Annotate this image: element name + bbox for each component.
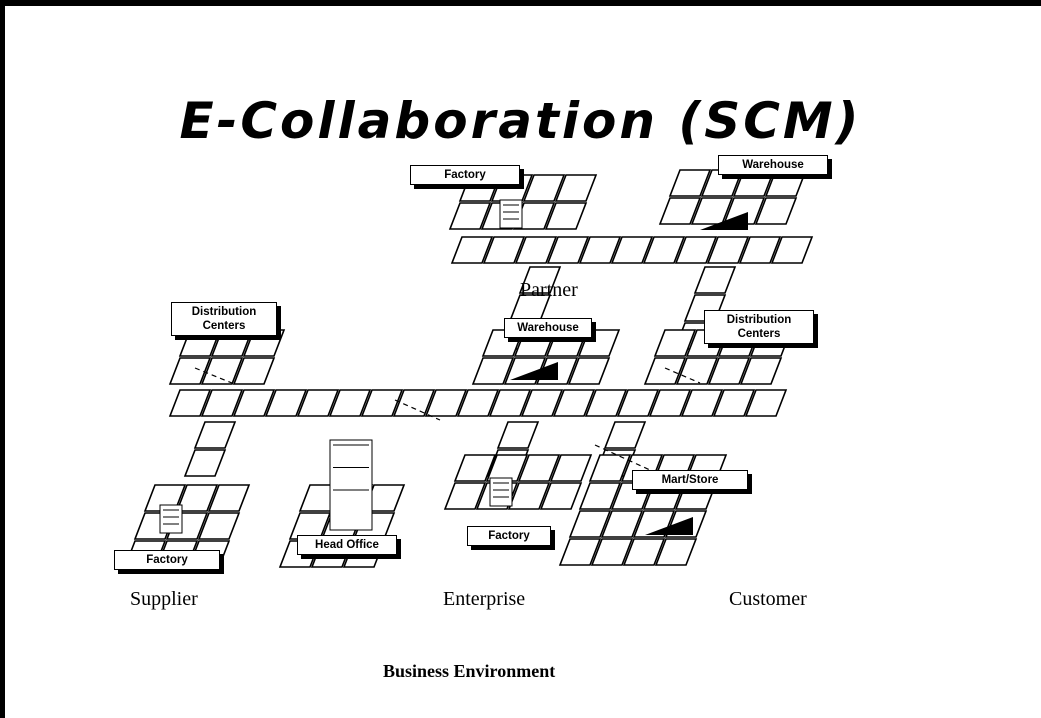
mart-store-block xyxy=(578,482,622,510)
main-road xyxy=(744,389,788,417)
slide-title: E-Collaboration (SCM) xyxy=(179,92,862,150)
main-road xyxy=(552,389,596,417)
warehouse-top-block xyxy=(754,197,798,225)
partner-road xyxy=(674,236,718,264)
warehouse-truck-icon xyxy=(510,362,558,380)
label-warehouse-top: Warehouse xyxy=(718,155,828,175)
flow-line xyxy=(194,367,233,384)
flow-line xyxy=(664,367,701,384)
main-road xyxy=(264,389,308,417)
warehouse-mid-block xyxy=(567,357,611,385)
footer-business-environment: Business Environment xyxy=(383,661,556,681)
partner-road xyxy=(578,236,622,264)
partner-road xyxy=(482,236,526,264)
distribution-right-block xyxy=(643,357,687,385)
supplier-block xyxy=(197,512,241,540)
column-enterprise: Enterprise xyxy=(443,588,526,610)
column-customer: Customer xyxy=(729,588,807,610)
mart-store-block xyxy=(590,538,634,566)
customer-connector xyxy=(603,421,647,449)
partner-road xyxy=(546,236,590,264)
factory-top-block xyxy=(522,174,566,202)
supplier-connector xyxy=(193,421,237,449)
factory-center-block xyxy=(549,454,593,482)
flow-line xyxy=(594,444,651,471)
label-factory-left: Factory xyxy=(114,550,220,570)
distribution-left-block xyxy=(232,357,276,385)
label-distribution-right: Distribution Centers xyxy=(704,310,814,344)
slide-border-left xyxy=(0,0,5,718)
label-head-office: Head Office xyxy=(297,535,397,555)
partner-label: Partner xyxy=(520,279,578,301)
column-supplier: Supplier xyxy=(130,588,198,610)
label-factory-top: Factory xyxy=(410,165,520,185)
label-factory-center: Factory xyxy=(467,526,551,546)
factory-top-block xyxy=(554,174,598,202)
partner-road xyxy=(450,236,494,264)
factory-icon xyxy=(499,199,523,229)
mart-store-block xyxy=(568,510,612,538)
distribution-left-block xyxy=(200,357,244,385)
distribution-right-block xyxy=(653,329,697,357)
mart-store-block xyxy=(558,538,602,566)
distribution-right-block xyxy=(739,357,783,385)
main-road xyxy=(520,389,564,417)
enterprise-connector xyxy=(496,421,540,449)
factory-top-block xyxy=(448,202,492,230)
partner-road xyxy=(770,236,814,264)
partner-road xyxy=(514,236,558,264)
partner-road xyxy=(642,236,686,264)
main-road xyxy=(168,389,212,417)
mart-store-block xyxy=(588,454,632,482)
factory-center-block xyxy=(443,482,487,510)
main-road xyxy=(456,389,500,417)
mart-store-block xyxy=(654,538,698,566)
main-road xyxy=(680,389,724,417)
main-road xyxy=(584,389,628,417)
main-road xyxy=(424,389,468,417)
distribution-right-block xyxy=(707,357,751,385)
main-road xyxy=(616,389,660,417)
factory-top-block xyxy=(544,202,588,230)
warehouse-truck-icon xyxy=(700,212,748,230)
supplier-connector xyxy=(183,449,227,477)
partner-connector xyxy=(518,266,562,294)
warehouse-top-block xyxy=(658,197,702,225)
mart-store-block xyxy=(622,538,666,566)
distribution-left-block xyxy=(168,357,212,385)
distribution-right-block xyxy=(675,357,719,385)
main-road xyxy=(712,389,756,417)
factory-icon xyxy=(489,477,513,507)
label-mart-store: Mart/Store xyxy=(632,470,748,490)
label-distribution-left: Distribution Centers xyxy=(171,302,277,336)
supplier-block xyxy=(207,484,251,512)
main-road xyxy=(648,389,692,417)
factory-center-block xyxy=(539,482,583,510)
main-road xyxy=(296,389,340,417)
main-road xyxy=(328,389,372,417)
factory-center-block xyxy=(453,454,497,482)
partner-road xyxy=(610,236,654,264)
mart-store-block xyxy=(600,510,644,538)
main-road xyxy=(360,389,404,417)
supplier-block xyxy=(175,484,219,512)
factory-center-block xyxy=(485,454,529,482)
partner-road xyxy=(738,236,782,264)
head-office-tower-icon xyxy=(329,439,373,531)
warehouse-top-block xyxy=(668,169,712,197)
main-road xyxy=(488,389,532,417)
main-road xyxy=(200,389,244,417)
slide-border-top xyxy=(0,0,1041,6)
factory-icon xyxy=(159,504,183,534)
factory-center-block xyxy=(517,454,561,482)
warehouse-mid-block xyxy=(471,357,515,385)
partner-road xyxy=(706,236,750,264)
store-truck-icon xyxy=(645,517,693,535)
partner-connector-right xyxy=(693,266,737,294)
main-road xyxy=(232,389,276,417)
label-warehouse-mid: Warehouse xyxy=(504,318,592,338)
main-road xyxy=(392,389,436,417)
